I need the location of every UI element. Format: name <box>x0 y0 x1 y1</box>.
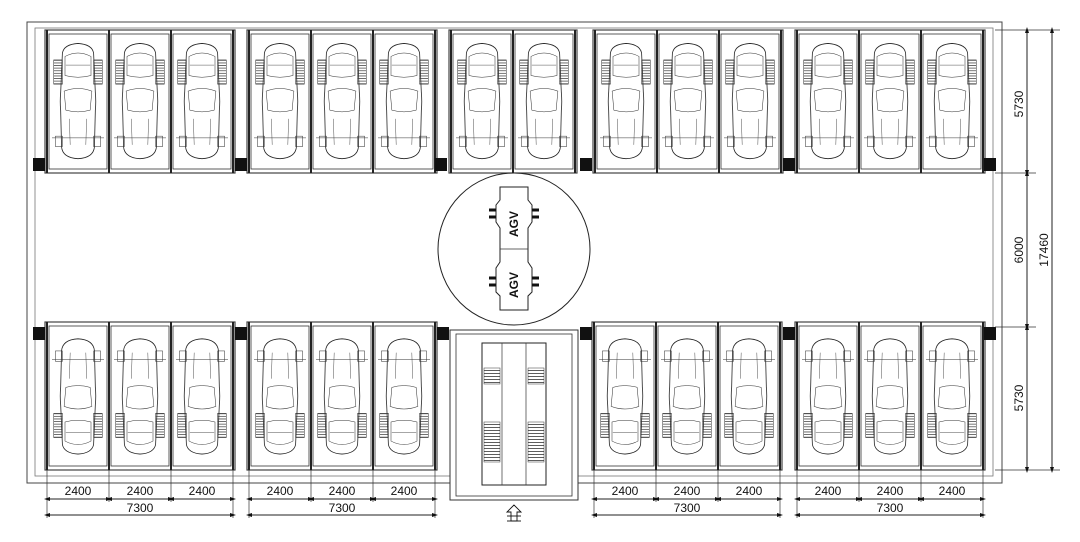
parking-bay <box>796 30 860 173</box>
parking-bay <box>248 30 312 173</box>
bottom-dimension-group: 2400 2400 2400 7300 <box>591 470 783 518</box>
bottom-dimension-group: 2400 2400 2400 7300 <box>44 470 236 518</box>
top-parking-group <box>448 29 578 174</box>
parking-bay <box>372 322 436 470</box>
structural-column <box>235 158 247 171</box>
agv-turntable: AGV AGV <box>437 172 591 326</box>
group-frame <box>44 321 236 471</box>
agv-vehicle: AGV AGV <box>489 186 539 311</box>
structural-column <box>984 327 996 340</box>
dim-bay-width: 2400 <box>267 484 294 498</box>
structural-column <box>580 327 592 340</box>
dim-bay-width: 2400 <box>939 484 966 498</box>
agv-label-1: AGV <box>507 211 521 237</box>
dim-bay-width: 2400 <box>189 484 216 498</box>
dim-bay-width: 2400 <box>674 484 701 498</box>
parking-bay <box>718 30 782 173</box>
structural-column <box>437 327 449 340</box>
parking-bay <box>512 30 576 173</box>
dim-group-width: 7300 <box>127 501 154 515</box>
structural-column <box>235 327 247 340</box>
top-parking-group <box>246 29 438 174</box>
parking-bay <box>46 30 110 173</box>
dim-group-width: 7300 <box>877 501 904 515</box>
dim-bay-width: 2400 <box>127 484 154 498</box>
parking-bay <box>594 30 658 173</box>
dim-group-width: 7300 <box>329 501 356 515</box>
bottom-parking-group <box>794 321 986 471</box>
entrance-arrow-icon <box>505 504 523 522</box>
structural-column <box>783 327 795 340</box>
group-frame <box>246 321 438 471</box>
parking-bay <box>920 30 984 173</box>
parking-bay <box>372 30 436 173</box>
structural-column <box>435 158 447 171</box>
dim-bay-width: 2400 <box>877 484 904 498</box>
group-frame <box>794 321 986 471</box>
dim-bay-width: 2400 <box>391 484 418 498</box>
right-dimensions: 5730 6000 5730 17460 <box>995 27 1060 473</box>
parking-bay <box>248 322 312 470</box>
agv-label-2: AGV <box>507 272 521 298</box>
bottom-parking-group <box>246 321 438 471</box>
dim-bay-width: 2400 <box>736 484 763 498</box>
bottom-dimension-group: 2400 2400 2400 7300 <box>794 470 986 518</box>
group-frame <box>794 29 986 174</box>
parking-bay <box>858 30 922 173</box>
parking-bay <box>593 322 657 470</box>
dim-bay-width: 2400 <box>329 484 356 498</box>
group-frame <box>246 29 438 174</box>
parking-bay <box>655 322 719 470</box>
parking-bay <box>717 322 781 470</box>
structural-column <box>984 158 996 171</box>
top-parking-group <box>794 29 986 174</box>
structural-column <box>33 327 45 340</box>
dim-bay-width: 2400 <box>815 484 842 498</box>
parking-bay <box>108 30 172 173</box>
group-frame <box>44 29 236 174</box>
dim-bay-width: 2400 <box>65 484 92 498</box>
dim-top-depth: 5730 <box>1012 90 1026 117</box>
parking-bay <box>46 322 110 470</box>
bottom-parking-group <box>591 321 783 471</box>
parking-bay <box>858 322 922 470</box>
dim-aisle: 6000 <box>1012 236 1026 263</box>
parking-bay <box>170 322 234 470</box>
bottom-dimension-group: 2400 2400 2400 7300 <box>246 470 438 518</box>
dim-total: 17460 <box>1037 233 1051 267</box>
parking-bay <box>170 30 234 173</box>
dim-bay-width: 2400 <box>612 484 639 498</box>
dim-bottom-depth: 5730 <box>1012 384 1026 411</box>
top-parking-group <box>44 29 236 174</box>
bottom-parking-group <box>44 321 236 471</box>
parking-bay <box>450 30 514 173</box>
group-frame <box>591 321 783 471</box>
parking-bay <box>656 30 720 173</box>
structural-column <box>580 158 592 171</box>
parking-bay <box>920 322 984 470</box>
group-frame <box>592 29 784 174</box>
parking-bay <box>108 322 172 470</box>
structural-column <box>33 158 45 171</box>
top-parking-group <box>592 29 784 174</box>
parking-bay <box>796 322 860 470</box>
structural-column <box>783 158 795 171</box>
entrance-lift <box>449 329 579 501</box>
parking-bay <box>310 30 374 173</box>
dim-group-width: 7300 <box>674 501 701 515</box>
parking-bay <box>310 322 374 470</box>
